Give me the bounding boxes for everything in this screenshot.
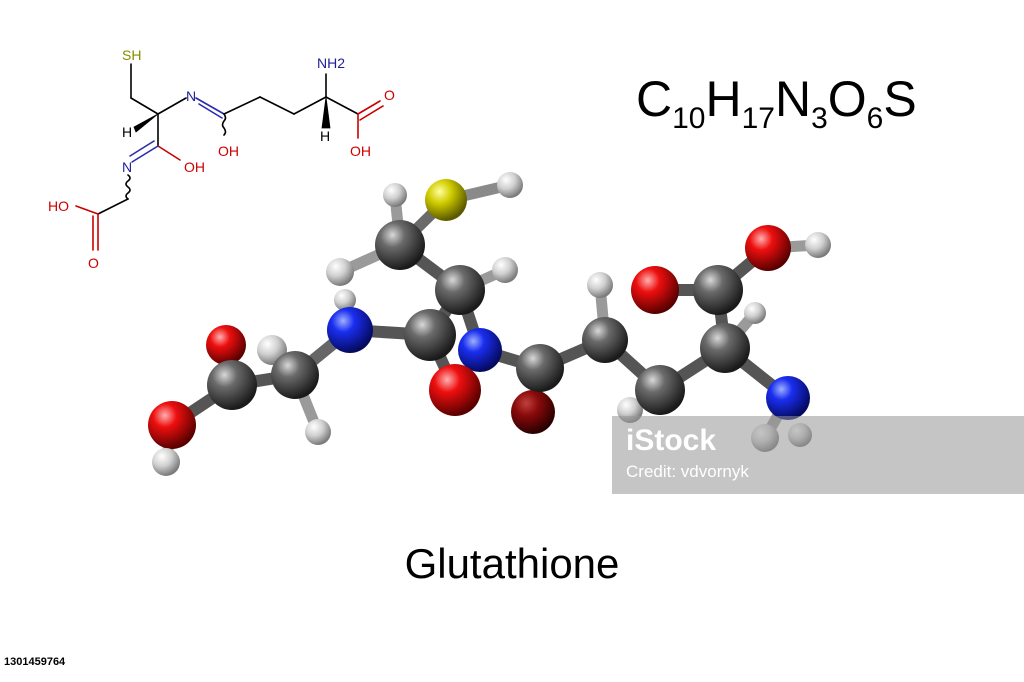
carbon-atom (635, 365, 685, 415)
formula-h-count: 17 (741, 102, 775, 135)
oxygen-atom (745, 225, 791, 271)
molecular-formula: C10H17N3O6S (636, 70, 917, 136)
hydrogen-atom (497, 172, 523, 198)
hydrogen-atom (334, 289, 356, 311)
hydrogen-atom (492, 257, 518, 283)
sulfur-atom (425, 179, 467, 221)
stock-id-label: 1301459764 (0, 654, 70, 670)
hydrogen-atom (805, 232, 831, 258)
carbon-atom (516, 344, 564, 392)
watermark-banner: iStock Credit: vdvornyk (612, 416, 1024, 494)
hydrogen-atom (587, 272, 613, 298)
label-ho-acid-left: HO (48, 198, 69, 214)
carbon-atom (582, 317, 628, 363)
skeletal-labels: SH NH2 H H N N OH OH OH O HO O (48, 47, 395, 271)
compound-name: Glutathione (404, 540, 620, 587)
formula-o: O (827, 71, 867, 127)
nitrogen-atom (458, 328, 502, 372)
hydrogen-atom (744, 302, 766, 324)
hydrogen-atom (305, 419, 331, 445)
label-o-acid-right: O (384, 87, 395, 103)
hydrogen-atom (383, 183, 407, 207)
label-sh: SH (122, 47, 141, 63)
hydrogen-atom (152, 448, 180, 476)
carbon-atom (207, 360, 257, 410)
hydrogen-atom (326, 258, 354, 286)
formula-c-count: 10 (672, 102, 706, 135)
formula-o-count: 6 (866, 102, 884, 135)
nitrogen-atom (327, 307, 373, 353)
formula-s: S (883, 71, 917, 127)
formula-n-count: 3 (811, 102, 828, 135)
carbon-atom (404, 309, 456, 361)
watermark-credit: Credit: vdvornyk (626, 462, 749, 481)
watermark-brand: iStock (626, 424, 717, 457)
label-o-acid-left: O (88, 255, 99, 271)
carbon-atom (693, 265, 743, 315)
label-h-left: H (122, 124, 132, 140)
nitrogen-atom (766, 376, 810, 420)
carbon-atom (435, 265, 485, 315)
label-h-right: H (320, 128, 330, 144)
oxygen-atom (631, 266, 679, 314)
label-nh2: NH2 (317, 55, 345, 71)
formula-c: C (636, 71, 673, 127)
carbon-atom (700, 323, 750, 373)
carbon-atom (271, 351, 319, 399)
label-n-left: N (122, 159, 132, 175)
formula-h: H (705, 71, 742, 127)
oxygen-atom (511, 390, 555, 434)
label-oh-middle: OH (218, 143, 239, 159)
skeletal-formula (75, 63, 384, 251)
oxygen-atom (206, 325, 246, 365)
ball-and-stick-model (148, 172, 831, 476)
label-oh-acid-right: OH (350, 143, 371, 159)
label-oh-amide: OH (184, 159, 205, 175)
oxygen-atom (429, 364, 481, 416)
oxygen-atom (148, 401, 196, 449)
formula-n: N (774, 71, 812, 127)
carbon-atom (375, 220, 425, 270)
label-n-top: N (186, 88, 196, 104)
atoms (148, 172, 831, 476)
